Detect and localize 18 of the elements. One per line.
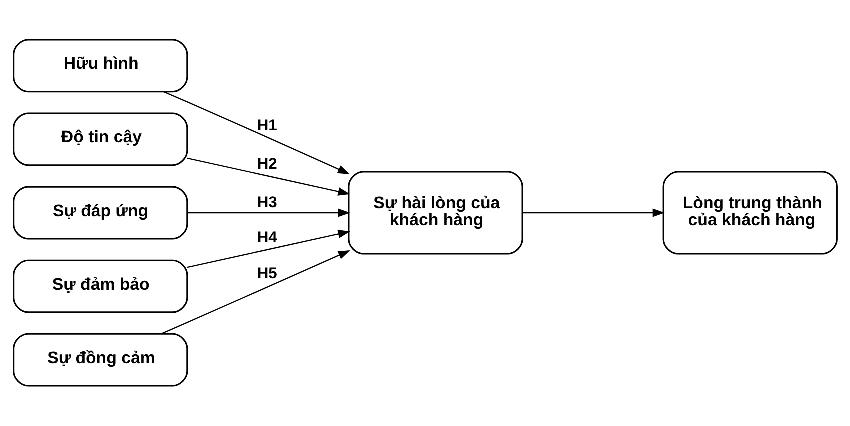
arrow [186, 158, 350, 196]
edge-label: H3 [256, 194, 277, 212]
arrow [186, 230, 350, 268]
node-box: Sự đảm bảo [12, 260, 188, 314]
edge-label: H4 [256, 229, 277, 246]
edge-label: H5 [256, 266, 277, 283]
edge-label: H1 [256, 117, 277, 134]
arrow [160, 250, 350, 335]
node-box: Hữu hình [12, 39, 188, 93]
edge-label: H2 [256, 156, 277, 173]
arrow [522, 208, 664, 218]
node-box: Sự đáp ứng [12, 186, 188, 240]
node-box: Lòng trung thành của khách hàng [662, 171, 838, 255]
arrow [187, 208, 350, 218]
arrow [163, 91, 350, 175]
node-box: Sự đồng cảm [12, 333, 188, 387]
node-box: Sự hài lòng của khách hàng [348, 171, 523, 255]
node-box: Độ tin cậy [12, 112, 188, 166]
